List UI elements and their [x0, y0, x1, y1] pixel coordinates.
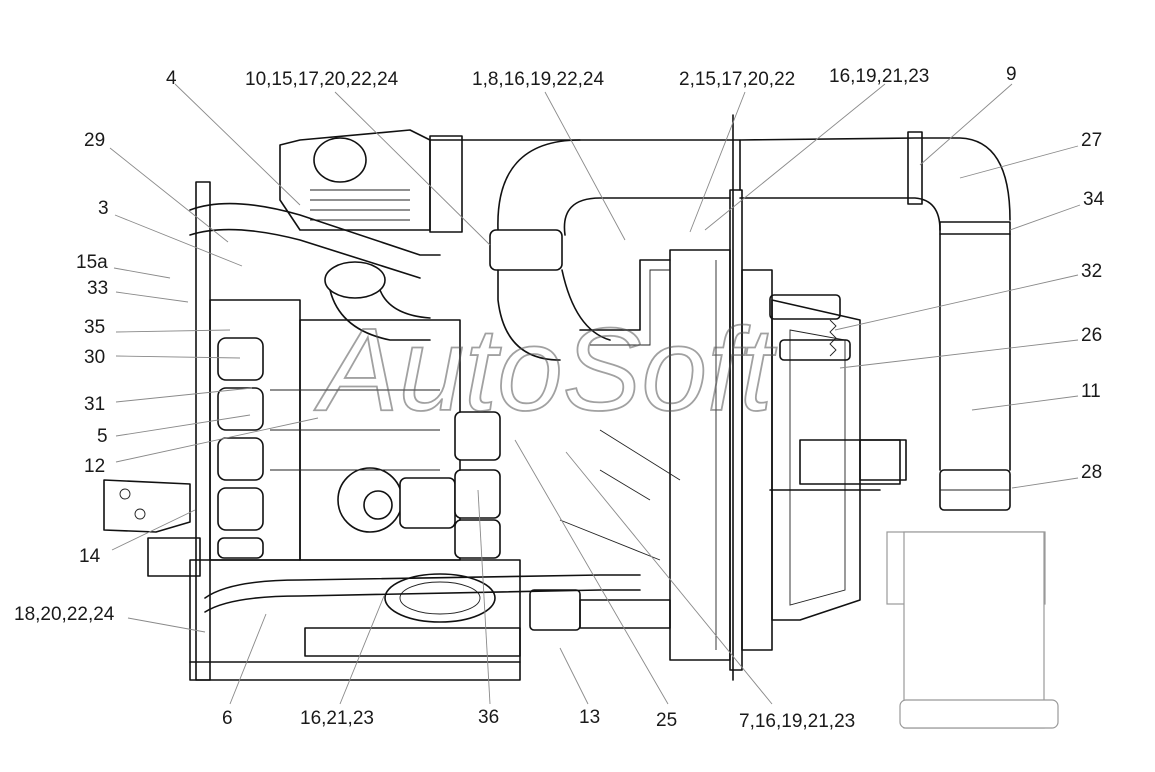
lower-hose [204, 574, 641, 599]
callout-36: 36 [478, 707, 499, 728]
spring-tensioner [769, 294, 851, 361]
callout-27: 27 [1081, 130, 1102, 151]
coolant-line-2 [590, 269, 670, 346]
callout-15a: 15a [76, 252, 108, 273]
intake-hose-lower [189, 228, 421, 279]
callout-16a: 16,19,21,23 [829, 66, 929, 87]
lower-bracket [579, 599, 671, 629]
callout-4: 4 [166, 68, 177, 89]
callout-3: 3 [98, 198, 109, 219]
callout-2: 2,15,17,20,22 [679, 69, 795, 90]
callout-10: 10,15,17,20,22,24 [245, 69, 399, 90]
callout-18: 18,20,22,24 [14, 604, 115, 625]
callout-30: 30 [84, 347, 105, 368]
callout-1: 1,8,16,19,22,24 [472, 69, 604, 90]
callout-11: 11 [1081, 381, 1101, 402]
intake-hose [189, 202, 441, 256]
charge-air-pipe [429, 135, 741, 361]
radiator [669, 114, 773, 681]
callout-5: 5 [97, 426, 108, 447]
callout-12: 12 [84, 456, 105, 477]
lower-hose-outer [204, 589, 641, 613]
coolant-line [579, 259, 671, 331]
alternator [384, 573, 581, 631]
air-filter-housing [886, 531, 1059, 729]
callout-6: 6 [222, 708, 233, 729]
callout-26: 26 [1081, 325, 1102, 346]
watermark: AutoSoft [314, 304, 777, 436]
callout-34: 34 [1083, 189, 1105, 210]
leader-lines [109, 83, 1081, 705]
turbo-elbow [324, 261, 431, 341]
engine-block [209, 299, 501, 561]
bracket-lines [559, 429, 681, 561]
callout-31: 31 [84, 394, 105, 415]
callout-14: 14 [79, 546, 101, 567]
fan-shroud [769, 299, 907, 621]
engine-drawing [103, 114, 1059, 729]
callout-7: 7,16,19,21,23 [739, 711, 855, 732]
callout-25: 25 [656, 710, 677, 731]
callout-9: 9 [1006, 64, 1017, 85]
callout-33: 33 [87, 278, 108, 299]
callout-labels: 4 10,15,17,20,22,24 1,8,16,19,22,24 2,15… [14, 64, 1105, 732]
callout-28: 28 [1081, 462, 1102, 483]
callout-16b: 16,21,23 [300, 708, 374, 729]
callout-35: 35 [84, 317, 105, 338]
callout-29: 29 [84, 130, 105, 151]
callout-32: 32 [1081, 261, 1102, 282]
callout-13: 13 [579, 707, 600, 728]
air-intake-duct [739, 131, 1011, 511]
